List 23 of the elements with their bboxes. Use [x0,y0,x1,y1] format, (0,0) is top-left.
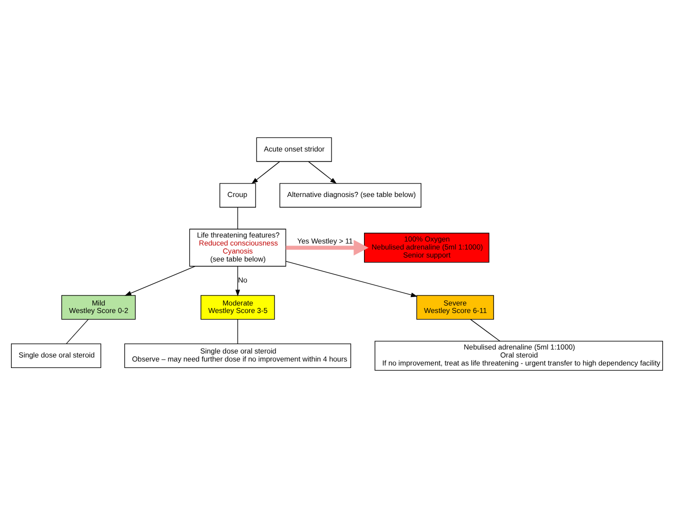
arrow [124,266,196,296]
arrow [286,240,369,256]
node-box: Life threatening features? Reduced consciousness Cyanosis (see table below) [189,228,286,267]
node-box: Moderate Westley Score 3-5 [200,295,275,320]
arrow [251,161,280,184]
node-box: Croup [220,183,256,208]
edge-label: No [238,276,248,285]
node-box: Nebulised adrenaline (5ml 1:1000) Oral steroid If no improvement, treat as life threatening - urgent transfer to high dependency facility [374,340,663,371]
node-box: Alternative diagnosis? (see table below) [279,183,422,208]
connector [66,319,89,344]
node-box: Severe Westley Score 6-11 [416,295,494,320]
node-box: 100% Oxygen Nebulised adrenaline (5ml 1:1000) Senior support [364,232,490,263]
node-box: Single dose oral steroid Observe – may need further dose if no improvement within 4 hours [124,344,352,368]
connector [237,319,238,344]
connector [237,206,238,230]
arrow [308,161,337,184]
arrow [235,266,240,296]
node-box: Acute onset stridor [256,137,332,162]
edge-label: Yes Westley > 11 [297,236,353,246]
node-box: Single dose oral steroid [11,344,102,368]
node-box: Mild Westley Score 0-2 [61,295,136,320]
connector [470,319,500,342]
arrow [286,260,418,298]
